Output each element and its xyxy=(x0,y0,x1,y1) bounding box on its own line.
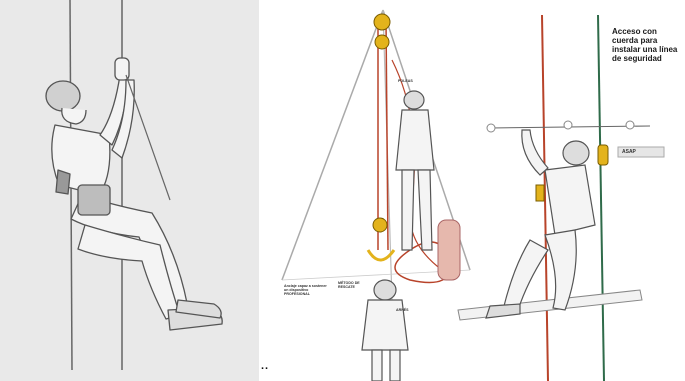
tripod-leg-1 xyxy=(282,10,383,280)
rescued-figure xyxy=(362,280,408,381)
panel-left-rope-ascent xyxy=(0,0,259,381)
separator-dots: .. xyxy=(261,360,269,372)
asap-label: ASAP xyxy=(622,149,636,155)
climber-figure-right xyxy=(486,130,595,318)
rescue-method-label: MÉTODO DE RESCATE xyxy=(338,281,372,289)
rope-green-right xyxy=(598,15,604,381)
panel-middle-tripod-rescue xyxy=(282,10,470,381)
cylinder xyxy=(438,220,460,280)
pulley-bottom xyxy=(373,218,387,232)
harness-label: ARNÉS xyxy=(396,308,412,312)
pulley-top xyxy=(374,14,390,30)
anchor-label: Anclaje capaz a sostener un dispositivo … xyxy=(284,284,328,296)
helmet xyxy=(46,81,80,111)
harness xyxy=(78,185,110,215)
panel-right-lifeline-install xyxy=(458,15,664,381)
pulley-label: POLEAS xyxy=(398,79,418,83)
caption-text: Acceso con cuerda para instalar una líne… xyxy=(612,27,685,63)
worker-figure-tripod xyxy=(396,91,434,250)
asap-device xyxy=(598,145,608,165)
beam xyxy=(458,290,642,320)
